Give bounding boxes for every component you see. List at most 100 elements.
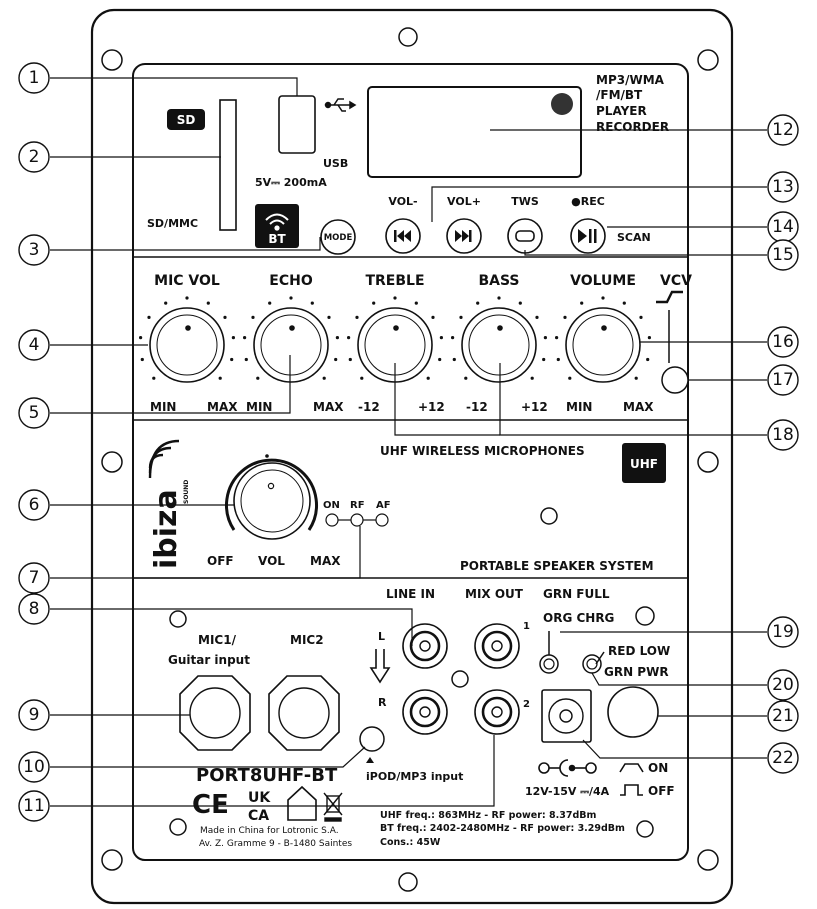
ipod-aux-input[interactable] bbox=[359, 726, 385, 752]
line-in-left-rca[interactable] bbox=[402, 623, 448, 669]
mic-vol-label: MIC VOL bbox=[154, 273, 220, 289]
sd-card-slot[interactable] bbox=[219, 99, 237, 231]
svg-text:19: 19 bbox=[772, 622, 794, 642]
callout-22: 22 bbox=[767, 742, 799, 774]
bass-label: BASS bbox=[478, 273, 519, 289]
usb-power-spec: 5V⎓ 200mA bbox=[255, 176, 327, 189]
tws-button[interactable] bbox=[507, 218, 543, 254]
switch-off-label: OFF bbox=[648, 784, 675, 798]
mic2-label: MIC2 bbox=[290, 633, 324, 647]
guitar-input-label: Guitar input bbox=[168, 653, 250, 667]
svg-text:13: 13 bbox=[772, 177, 794, 197]
mic2-combo-input[interactable] bbox=[268, 675, 340, 751]
line-in-right-rca[interactable] bbox=[402, 689, 448, 735]
on-led-label: ON bbox=[323, 500, 340, 511]
callout-6: 6 bbox=[18, 489, 50, 521]
uhf-module: ibiza SOUND UHF WIRELESS MICROPHONES UHF… bbox=[148, 439, 666, 573]
rec-label: ●REC bbox=[571, 195, 605, 208]
callout-5: 5 bbox=[18, 397, 50, 429]
callout-7: 7 bbox=[18, 562, 50, 594]
vcv-switch[interactable] bbox=[661, 366, 689, 394]
power-led bbox=[582, 654, 602, 674]
vol-plus-label: VOL+ bbox=[447, 195, 481, 208]
ir-sensor bbox=[551, 93, 573, 115]
callout-3: 3 bbox=[18, 234, 50, 266]
ipod-input-label: iPOD/MP3 input bbox=[366, 770, 463, 783]
volume-label: VOLUME bbox=[570, 273, 636, 289]
next-icon bbox=[455, 230, 472, 242]
lcd-display bbox=[367, 86, 582, 178]
play-pause-icon bbox=[578, 229, 597, 243]
switch-on-icon bbox=[619, 763, 644, 773]
display-label-4: RECORDER bbox=[596, 120, 669, 134]
af-led-label: AF bbox=[376, 500, 391, 511]
model-name: PORT8UHF-BT bbox=[196, 765, 338, 786]
bass-knob[interactable] bbox=[451, 296, 548, 383]
svg-text:21: 21 bbox=[772, 706, 794, 726]
vol-minus-label: VOL- bbox=[388, 195, 417, 208]
callout-21: 21 bbox=[767, 700, 799, 732]
echo-knob[interactable] bbox=[243, 296, 339, 383]
svg-text:12: 12 bbox=[772, 120, 794, 140]
treble-knob[interactable] bbox=[347, 296, 443, 383]
consumption-label: Cons.: 45W bbox=[380, 837, 441, 848]
rf-led-label: RF bbox=[350, 500, 365, 511]
svg-text:5: 5 bbox=[29, 403, 40, 423]
callout-15: 15 bbox=[767, 239, 799, 271]
mic1-combo-input[interactable] bbox=[179, 675, 251, 751]
mix-out-1-rca[interactable] bbox=[474, 623, 520, 669]
vol-minus-button[interactable] bbox=[385, 218, 421, 254]
usb-port[interactable] bbox=[278, 95, 316, 154]
dc-spec: 12V-15V ⎓/4A bbox=[525, 785, 610, 798]
uhf-title: UHF WIRELESS MICROPHONES bbox=[380, 444, 585, 458]
uhf-badge-label: UHF bbox=[630, 457, 658, 471]
callout-4: 4 bbox=[18, 329, 50, 361]
house-recycling-icon bbox=[287, 785, 317, 821]
org-chrg-label: ORG CHRG bbox=[543, 611, 614, 625]
volume-knob[interactable] bbox=[555, 296, 652, 383]
repeat-icon bbox=[515, 230, 535, 242]
mode-label: MODE bbox=[324, 233, 353, 243]
vol-plus-button[interactable] bbox=[446, 218, 482, 254]
power-switch[interactable] bbox=[607, 686, 659, 738]
tws-label: TWS bbox=[511, 195, 539, 208]
line-in-label: LINE IN bbox=[386, 587, 435, 601]
uhf-freq-label: UHF freq.: 863MHz - RF power: 8.37dBm bbox=[380, 810, 596, 821]
mode-button[interactable] bbox=[320, 219, 356, 255]
play-pause-button[interactable] bbox=[570, 218, 606, 254]
signal-waves-icon bbox=[148, 439, 180, 479]
callout-14: 14 bbox=[767, 211, 799, 243]
mix-out-ch1: 1 bbox=[523, 621, 530, 632]
callout-16: 16 bbox=[767, 326, 799, 358]
callout-19: 19 bbox=[767, 616, 799, 648]
made-in-label: Made in China for Lotronic S.A. bbox=[200, 826, 339, 836]
svg-text:20: 20 bbox=[772, 675, 794, 695]
knob-group bbox=[139, 296, 652, 383]
uhf-off-label: OFF bbox=[207, 554, 234, 568]
brand-sub: SOUND bbox=[183, 480, 190, 504]
ibiza-logo: ibiza SOUND bbox=[148, 439, 190, 569]
callout-20: 20 bbox=[767, 669, 799, 701]
down-arrow-icon bbox=[369, 649, 391, 684]
svg-text:9: 9 bbox=[29, 705, 40, 725]
grn-pwr-label: GRN PWR bbox=[604, 665, 669, 679]
bt-freq-label: BT freq.: 2402-2480MHz - RF power: 3.29d… bbox=[380, 823, 625, 834]
mic-vol-min: MIN bbox=[150, 400, 176, 414]
echo-max: MAX bbox=[313, 400, 344, 414]
right-label: R bbox=[378, 696, 387, 709]
svg-text:6: 6 bbox=[29, 495, 40, 515]
mix-out-2-rca[interactable] bbox=[474, 689, 520, 735]
address-label: Av. Z. Gramme 9 - B-1480 Saintes bbox=[199, 839, 352, 849]
dc-power-jack[interactable] bbox=[541, 689, 592, 743]
previous-icon bbox=[394, 230, 411, 242]
usb-label: USB bbox=[323, 157, 348, 170]
mic-vol-knob[interactable] bbox=[139, 296, 235, 383]
callout-13: 13 bbox=[767, 171, 799, 203]
weee-bin-icon bbox=[323, 792, 343, 822]
uhf-antenna-hole bbox=[540, 507, 558, 525]
wifi-icon bbox=[265, 213, 289, 231]
treble-minus12: -12 bbox=[358, 400, 380, 414]
uhf-volume-knob[interactable] bbox=[225, 454, 318, 540]
echo-label: ECHO bbox=[269, 273, 313, 289]
